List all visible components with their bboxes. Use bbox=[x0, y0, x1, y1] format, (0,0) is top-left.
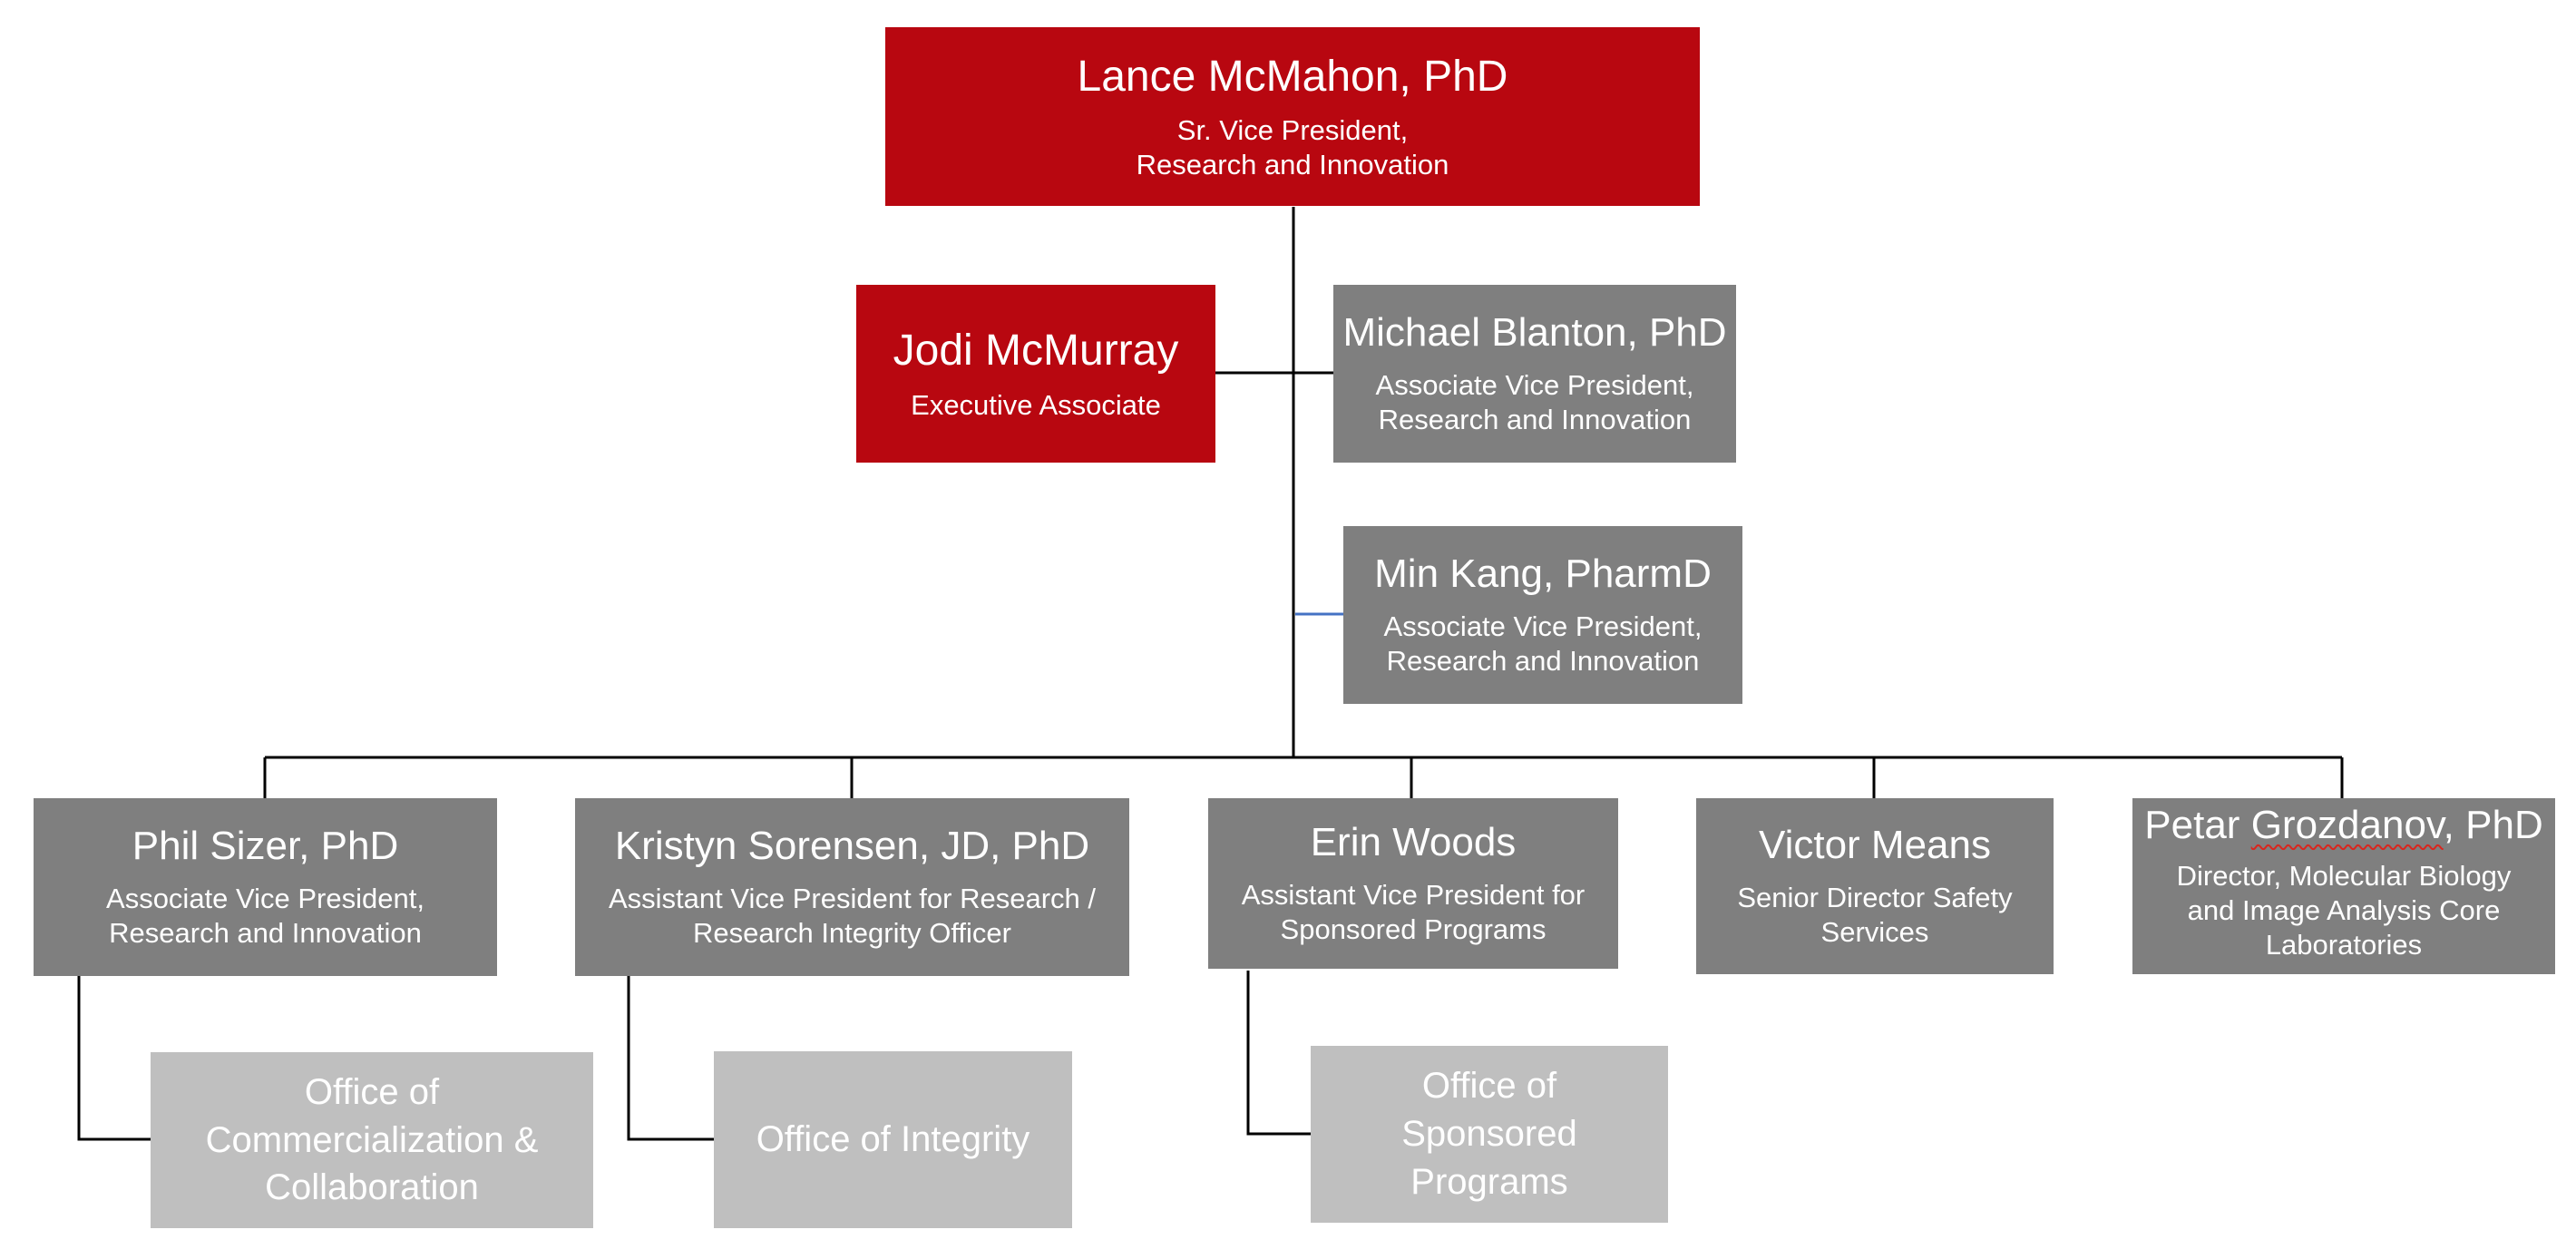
node-office-integrity: Office of Integrity bbox=[714, 1051, 1072, 1228]
node-title: Director, Molecular Biology and Image An… bbox=[2176, 860, 2512, 961]
node-name: Jodi McMurray bbox=[893, 327, 1179, 376]
sizer-office-connector bbox=[77, 976, 151, 1141]
node-office-sponsored: Office of Sponsored Programs bbox=[1311, 1046, 1668, 1223]
node-jodi-mcmurray: Jodi McMurray Executive Associate bbox=[856, 285, 1215, 463]
node-title: Associate Vice President, Research and I… bbox=[1383, 610, 1703, 678]
node-name: Phil Sizer, PhD bbox=[132, 824, 399, 869]
node-name: Kristyn Sorensen, JD, PhD bbox=[614, 824, 1090, 869]
node-title: Sr. Vice President, Research and Innovat… bbox=[1136, 114, 1449, 181]
node-michael-blanton: Michael Blanton, PhD Associate Vice Pres… bbox=[1333, 285, 1736, 463]
node-name: Min Kang, PharmD bbox=[1374, 551, 1712, 597]
node-kristyn-sorensen: Kristyn Sorensen, JD, PhD Assistant Vice… bbox=[575, 798, 1129, 976]
node-title: Assistant Vice President for Sponsored P… bbox=[1241, 879, 1586, 946]
node-name: Petar Grozdanov, PhD bbox=[2144, 802, 2542, 850]
node-lance-mcmahon: Lance McMahon, PhD Sr. Vice President, R… bbox=[885, 27, 1700, 206]
name-suffix: , PhD bbox=[2443, 803, 2543, 848]
node-name: Michael Blanton, PhD bbox=[1342, 310, 1727, 356]
node-name: Lance McMahon, PhD bbox=[1077, 52, 1508, 101]
node-office-commercialization: Office of Commercialization & Collaborat… bbox=[151, 1052, 593, 1228]
node-title: Associate Vice President, Research and I… bbox=[1375, 369, 1694, 436]
sorensen-office-connector bbox=[627, 976, 714, 1141]
node-victor-means: Victor Means Senior Director Safety Serv… bbox=[1696, 798, 2054, 974]
office-label: Office of Integrity bbox=[756, 1119, 1030, 1160]
node-min-kang: Min Kang, PharmD Associate Vice Presiden… bbox=[1343, 526, 1742, 704]
node-title: Senior Director Safety Services bbox=[1737, 882, 2013, 949]
node-phil-sizer: Phil Sizer, PhD Associate Vice President… bbox=[34, 798, 497, 976]
node-title: Assistant Vice President for Research / … bbox=[608, 883, 1096, 950]
node-erin-woods: Erin Woods Assistant Vice President for … bbox=[1208, 798, 1618, 969]
name-last-spellcheck: Grozdanov bbox=[2250, 803, 2444, 848]
node-name: Victor Means bbox=[1759, 823, 1991, 868]
node-title: Associate Vice President, Research and I… bbox=[106, 883, 424, 950]
office-label: Office of Commercialization & Collaborat… bbox=[205, 1071, 539, 1208]
node-name: Erin Woods bbox=[1310, 820, 1517, 865]
node-petar-grozdanov: Petar Grozdanov, PhD Director, Molecular… bbox=[2132, 798, 2555, 974]
name-first: Petar bbox=[2144, 803, 2240, 848]
office-label: Office of Sponsored Programs bbox=[1401, 1066, 1577, 1202]
woods-office-connector bbox=[1246, 971, 1311, 1136]
node-title: Executive Associate bbox=[911, 388, 1161, 421]
